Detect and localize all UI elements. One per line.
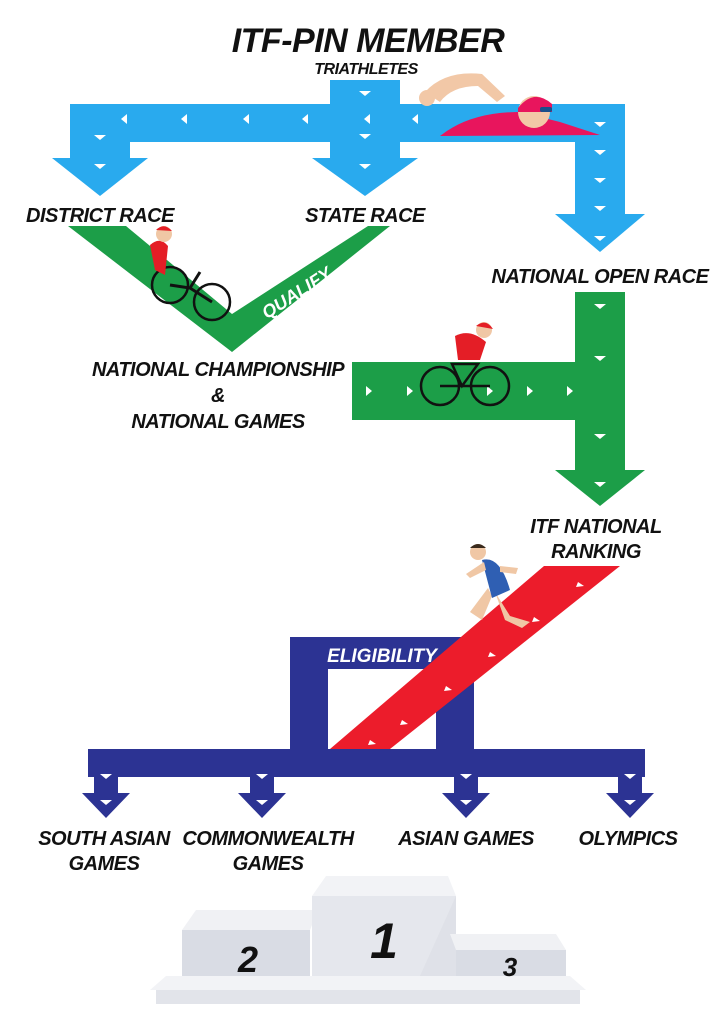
asian-games-label: ASIAN GAMES <box>397 828 535 850</box>
commonwealth-games-label-line2: GAMES <box>233 853 305 875</box>
podium-second-number: 2 <box>237 939 258 980</box>
state-race-label: STATE RACE <box>305 205 426 227</box>
olympics-label: OLYMPICS <box>579 828 679 850</box>
podium-third-number: 3 <box>503 952 518 982</box>
south-asian-games-label-line2: GAMES <box>69 853 141 875</box>
national-championship-label: NATIONAL CHAMPIONSHIP <box>92 359 345 381</box>
itf-ranking-label-line2: RANKING <box>551 541 641 563</box>
podium-first-number: 1 <box>370 913 398 969</box>
runner-figure <box>466 544 530 628</box>
qualify-flow: QUALIFY <box>68 226 390 352</box>
swim-chevrons <box>94 91 606 241</box>
ampersand-label: & <box>211 385 225 407</box>
south-asian-games-label-line1: SOUTH ASIAN <box>38 828 171 850</box>
podium <box>150 876 586 1004</box>
national-flow <box>352 292 645 506</box>
events-flow <box>82 749 654 818</box>
national-open-race-label: NATIONAL OPEN RACE <box>492 266 710 288</box>
national-games-label: NATIONAL GAMES <box>131 411 306 433</box>
ranking-track <box>330 566 620 749</box>
swimmer-figure <box>419 73 600 136</box>
itf-ranking-label-line1: ITF NATIONAL <box>530 516 662 538</box>
district-race-label: DISTRICT RACE <box>26 205 175 227</box>
diagram-subtitle: TRIATHLETES <box>314 61 418 78</box>
cyclist-female-figure <box>150 226 232 322</box>
events-chevrons <box>100 774 636 805</box>
cyclist-male-figure <box>419 322 511 407</box>
national-chevrons <box>366 304 606 487</box>
eligibility-label: ELIGIBILITY <box>327 646 439 667</box>
diagram-title: ITF-PIN MEMBER <box>232 22 505 60</box>
commonwealth-games-label-line1: COMMONWEALTH <box>182 828 354 850</box>
